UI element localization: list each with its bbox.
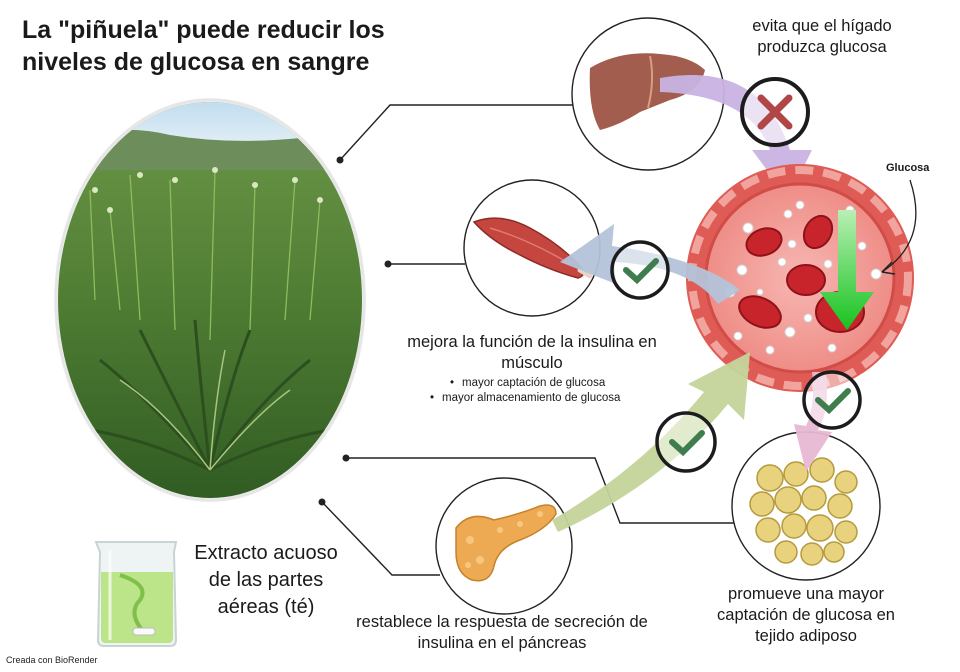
liver-effect-label: evita que el hígado produzca glucosa [752,17,892,56]
cross-icon [740,77,810,147]
list-item: mayor captación de glucosa [430,376,670,391]
glucose-label: Glucosa [886,162,930,174]
pancreas-effect-label: restablece la respuesta de secreción de … [356,613,648,652]
liver-illustration [571,17,725,171]
muscle-effect-list: mayor captación de glucosa mayor almacen… [430,376,670,406]
beaker-icon [94,541,178,647]
adipose-effect-label: promueve una mayor captación de glucosa … [717,585,895,645]
muscle-illustration [463,179,601,317]
pancreas-to-blood-arrow [552,352,750,532]
muscle-effect-label: mejora la función de la insulina en músc… [407,333,657,372]
list-item: mayor almacenamiento de glucosa [430,391,670,406]
adipose-check-icon [802,370,862,430]
pancreas-illustration [435,477,573,615]
pancreas-check-icon [655,411,717,473]
glucose-pointer [881,179,917,273]
pinuela-plant-photo [54,98,366,502]
credit-text: Creada con BioRender [6,655,98,665]
adipose-tissue-illustration [731,431,881,581]
extract-label: Extracto acuoso de las partes aéreas (té… [194,542,338,618]
muscle-check-icon [610,240,670,300]
page-title: La "piñuela" puede reducir los niveles d… [22,16,385,76]
